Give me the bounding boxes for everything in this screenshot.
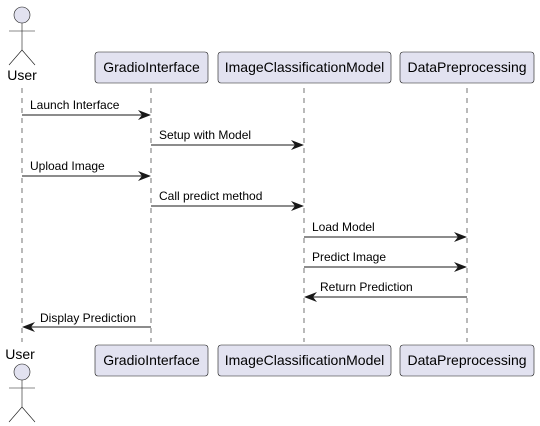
- participant-model-top: ImageClassificationModel: [217, 51, 392, 84]
- message-1: Launch Interface: [22, 98, 151, 120]
- participant-label-gradio-bottom: GradioInterface: [103, 352, 200, 368]
- participant-label-prep-top: DataPreprocessing: [407, 59, 526, 75]
- participant-label-model-top: ImageClassificationModel: [225, 59, 385, 75]
- actor-head-icon: [13, 6, 31, 24]
- message-label: Display Prediction: [40, 311, 136, 325]
- arrowhead-right-icon: [138, 110, 151, 120]
- arrowhead-left-icon: [22, 322, 35, 332]
- arrowhead-right-icon: [454, 232, 467, 242]
- message-4: Call predict method: [151, 189, 304, 211]
- arrowhead-right-icon: [291, 140, 304, 150]
- participant-gradio-top: GradioInterface: [94, 51, 209, 84]
- participant-prep-bottom: DataPreprocessing: [399, 344, 535, 377]
- message-3: Upload Image: [22, 159, 151, 181]
- arrowhead-right-icon: [138, 171, 151, 181]
- message-5: Load Model: [304, 220, 467, 242]
- message-label: Launch Interface: [30, 98, 120, 112]
- message-8: Display Prediction: [22, 311, 151, 332]
- message-label: Load Model: [312, 220, 375, 234]
- actor-label-user-bottom: User: [5, 346, 35, 362]
- message-6: Predict Image: [304, 250, 467, 272]
- actor-label-user-top: User: [7, 67, 37, 83]
- participant-label-gradio-top: GradioInterface: [103, 59, 200, 75]
- actor-head-icon: [13, 363, 31, 381]
- participant-label-prep-bottom: DataPreprocessing: [407, 352, 526, 368]
- message-label: Predict Image: [312, 250, 386, 264]
- participant-gradio-bottom: GradioInterface: [94, 344, 209, 377]
- participant-prep-top: DataPreprocessing: [399, 51, 535, 84]
- message-2: Setup with Model: [151, 128, 304, 150]
- arrowhead-right-icon: [291, 201, 304, 211]
- actor-user-top: User: [7, 6, 37, 83]
- message-label: Call predict method: [159, 189, 262, 203]
- message-label: Return Prediction: [320, 280, 413, 294]
- actor-user-bottom: User: [5, 346, 36, 423]
- message-label: Upload Image: [30, 159, 105, 173]
- participant-model-bottom: ImageClassificationModel: [217, 344, 392, 377]
- arrowhead-left-icon: [304, 292, 317, 302]
- message-7: Return Prediction: [304, 280, 467, 302]
- arrowhead-right-icon: [454, 262, 467, 272]
- participant-label-model-bottom: ImageClassificationModel: [225, 352, 385, 368]
- message-label: Setup with Model: [159, 128, 251, 142]
